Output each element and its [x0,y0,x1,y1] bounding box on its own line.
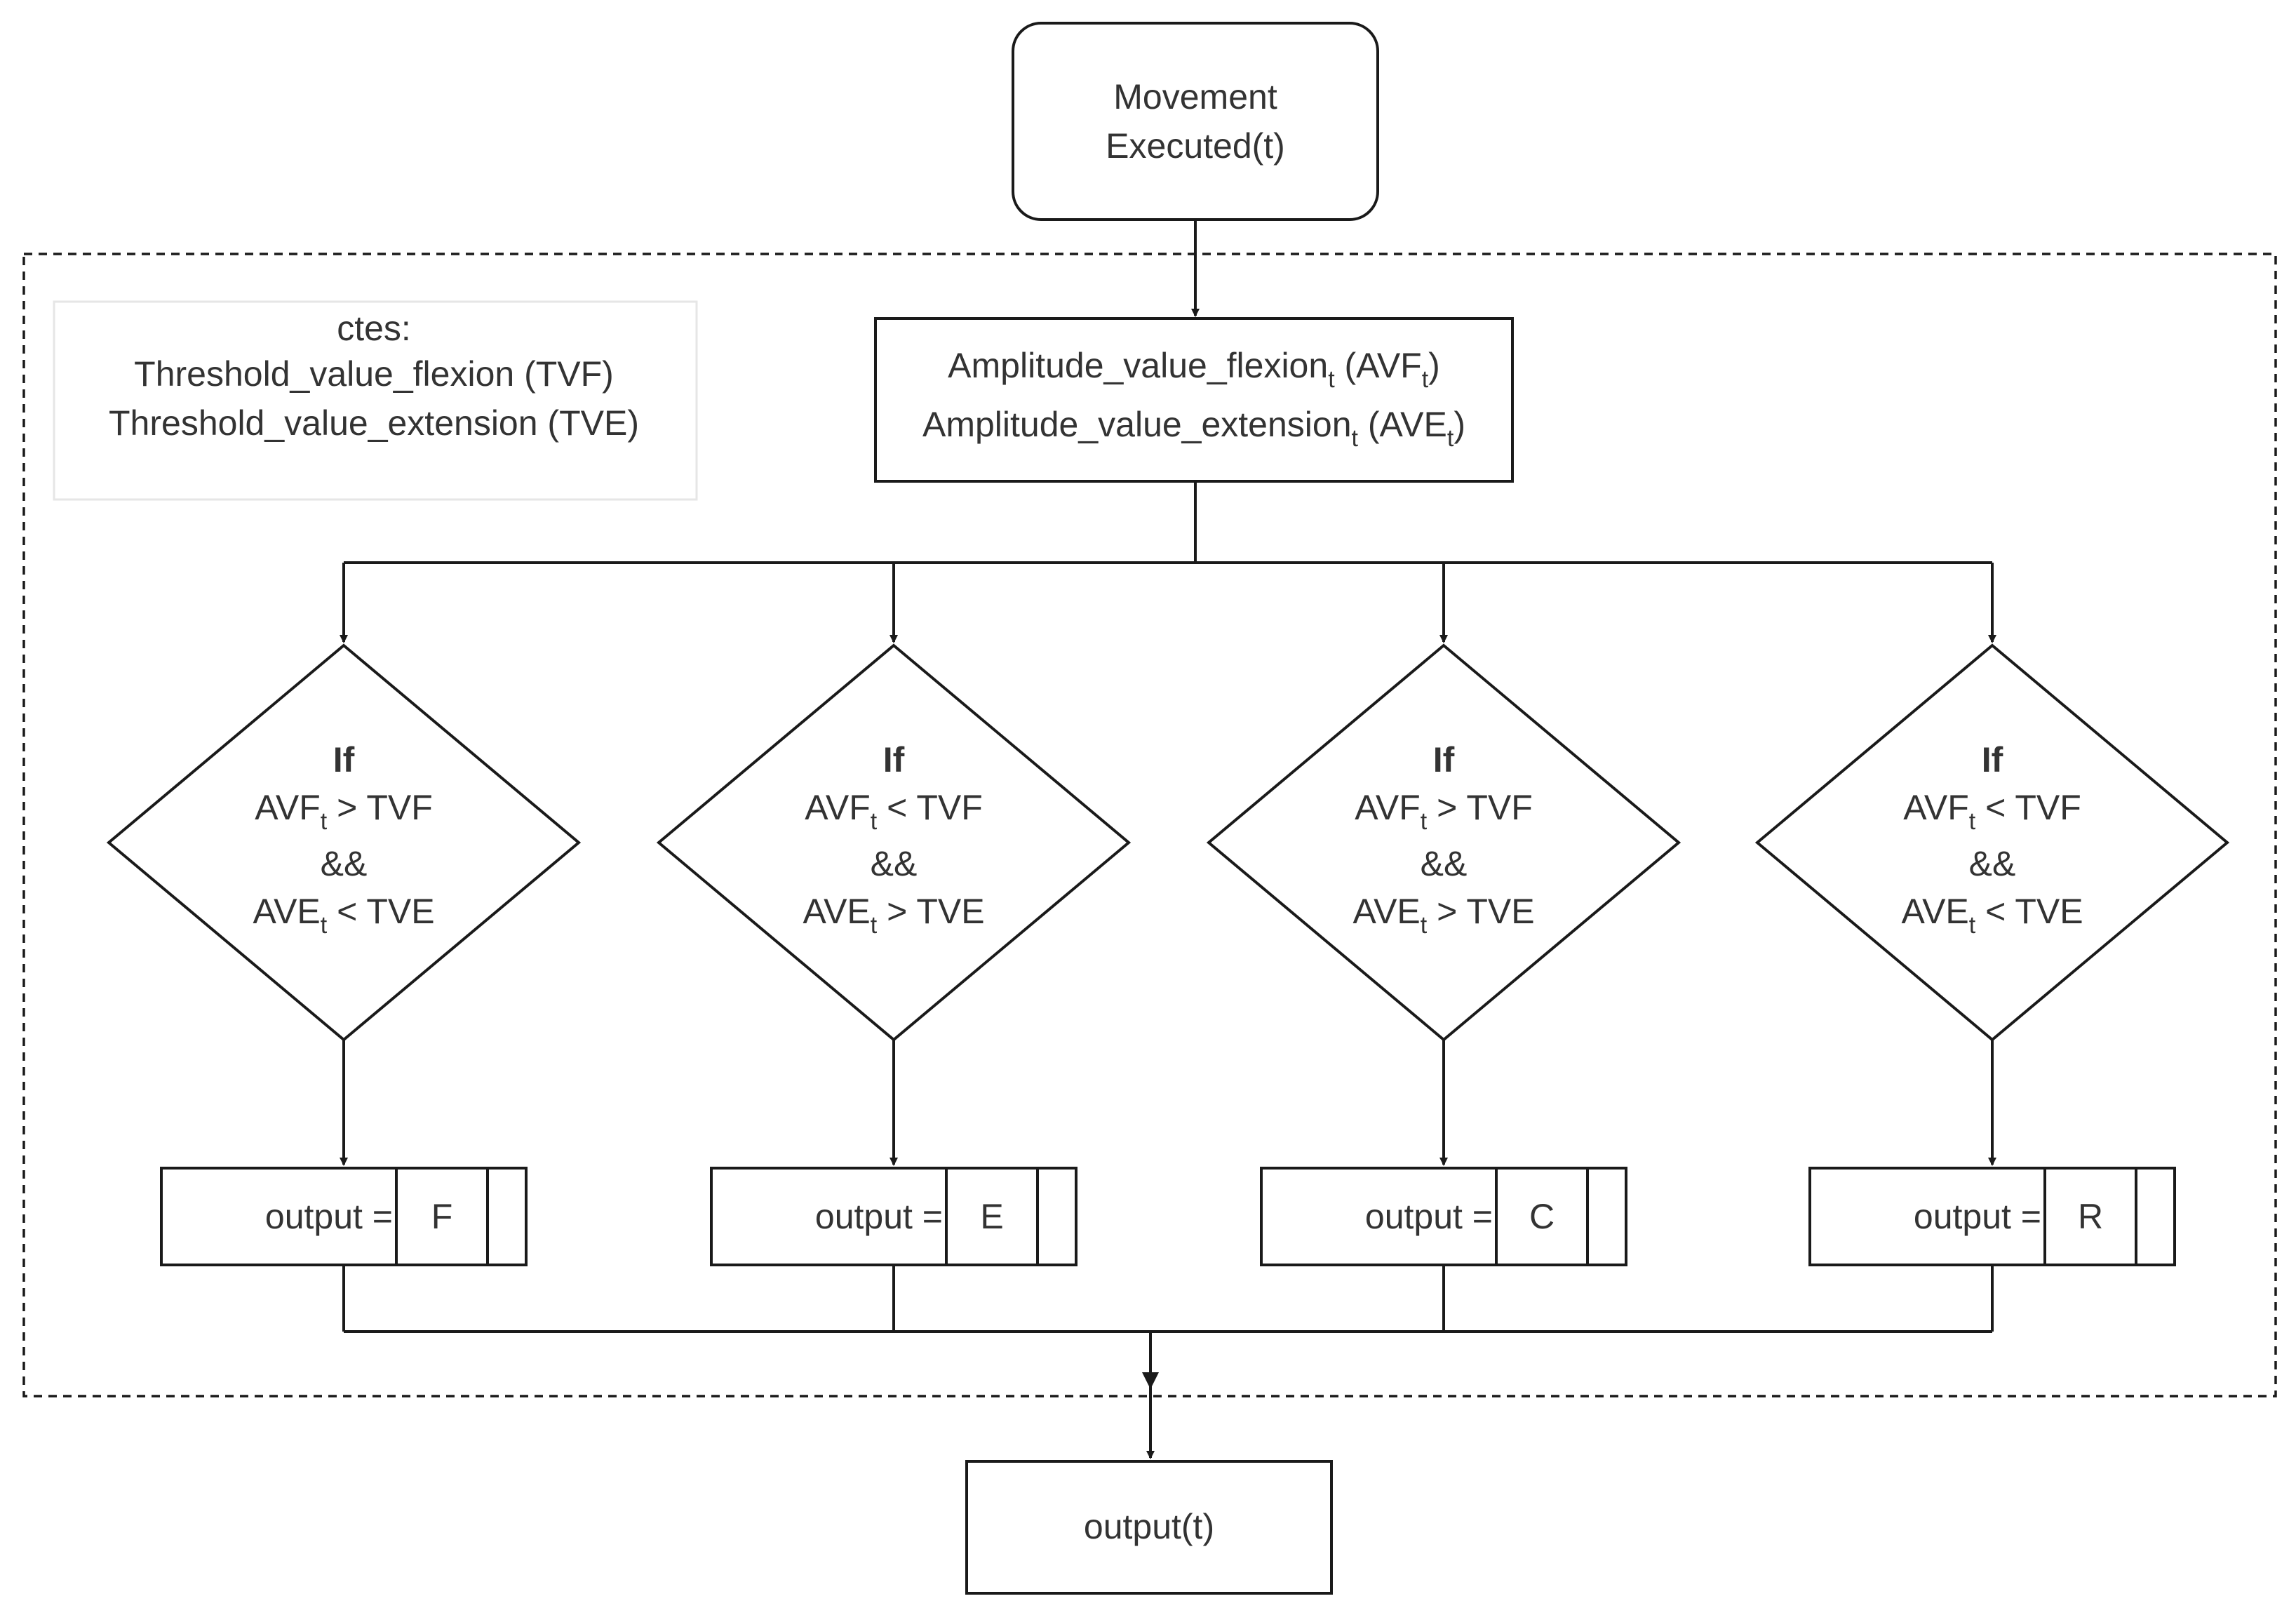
amplitude-extension-close: ) [1454,405,1465,444]
decision-diamond-3 [1206,643,1681,1042]
decision-and-1: && [321,844,368,883]
avf-subscript: t [321,808,328,835]
ave-subscript: t [1421,912,1428,939]
ave-comparison: < TVE [1975,892,2083,931]
start-line-2: Executed(t) [1106,126,1285,166]
start-node [1012,22,1379,221]
ave-symbol: AVE [1901,892,1968,931]
avf-subscript: t [871,808,878,835]
decision-and-2: && [871,844,918,883]
avf-comparison: > TVF [1427,788,1533,827]
start-line-1: Movement [1113,77,1277,116]
decision-diamond-1 [106,643,582,1042]
decision-and-3: && [1421,844,1468,883]
amplitude-line-1: Amplitude_value_flexiont (AVFt) [948,346,1440,393]
decision-if-label-2: If [883,740,905,779]
ave-comparison: > TVE [877,892,984,931]
decision-condition-ave-4: AVEt < TVE [1901,892,2083,939]
decision-condition-avf-3: AVFt > TVF [1355,788,1533,835]
output-value-4: R [2078,1197,2103,1236]
amplitude-box [874,317,1514,483]
process-boundary [22,253,2277,1398]
decision-diamond-4 [1754,643,2230,1042]
final-output-label: output(t) [1084,1507,1214,1546]
start-node-label-2: Executed(t) [1106,126,1285,166]
avf-subscript: t [1421,808,1428,835]
arrow-merge-crossing-mark [1142,1372,1159,1389]
avf-comparison: > TVF [327,788,433,827]
output-label-2: output = [815,1197,943,1236]
decision-diamond-2 [656,643,1132,1042]
output-label-3: output = [1365,1197,1493,1236]
avf-subscript: t [1969,808,1976,835]
output-value-3: C [1529,1197,1555,1236]
ave-symbol: AVE [1352,892,1420,931]
avf-comparison: < TVF [877,788,983,827]
constants-box [53,300,698,501]
avf-symbol: AVF [805,788,871,827]
amplitude-extension-abbr: (AVE [1358,405,1447,444]
start-node-label: Movement [1113,77,1277,116]
ave-symbol: AVE [803,892,870,931]
avf-symbol: AVF [1355,788,1421,827]
amplitude-flexion-close: ) [1428,346,1440,385]
final-output-box [965,1460,1333,1595]
amplitude-flexion-abbr-sub: t [1422,366,1429,393]
ave-subscript: t [321,912,328,939]
ave-comparison: < TVE [327,892,434,931]
output-label-1: output = [265,1197,393,1236]
amplitude-extension-sub: t [1352,425,1359,452]
constants-title: ctes: [337,309,411,348]
output-box-2 [710,1167,1077,1266]
avf-symbol: AVF [255,788,321,827]
output-label-4: output = [1914,1197,2041,1236]
decision-condition-ave-2: AVEt > TVE [803,892,984,939]
decision-if-label-1: If [333,740,355,779]
avf-comparison: < TVF [1975,788,2081,827]
ave-subscript: t [871,912,878,939]
decision-condition-avf-2: AVFt < TVF [805,788,983,835]
amplitude-flexion-abbr: (AVF [1335,346,1422,385]
ave-symbol: AVE [253,892,320,931]
decision-condition-ave-1: AVEt < TVE [253,892,434,939]
amplitude-line-2: Amplitude_value_extensiont (AVEt) [922,405,1465,452]
decision-if-label-3: If [1433,740,1455,779]
amplitude-flexion-label: Amplitude_value_flexion [948,346,1328,385]
avf-symbol: AVF [1903,788,1969,827]
amplitude-flexion-sub: t [1328,366,1335,393]
decision-condition-avf-4: AVFt < TVF [1903,788,2081,835]
constants-line-2: Threshold_value_extension (TVE) [109,403,639,443]
ave-subscript: t [1969,912,1976,939]
ave-comparison: > TVE [1427,892,1534,931]
decision-and-4: && [1969,844,2016,883]
decision-condition-avf-1: AVFt > TVF [255,788,433,835]
decision-condition-ave-3: AVEt > TVE [1352,892,1534,939]
decision-if-label-4: If [1982,740,2003,779]
amplitude-extension-label: Amplitude_value_extension [922,405,1352,444]
output-value-2: E [980,1197,1003,1236]
amplitude-extension-abbr-sub: t [1447,425,1454,452]
output-value-1: F [431,1197,453,1236]
output-box-1 [160,1167,528,1266]
constants-line-1: Threshold_value_flexion (TVF) [134,354,614,394]
